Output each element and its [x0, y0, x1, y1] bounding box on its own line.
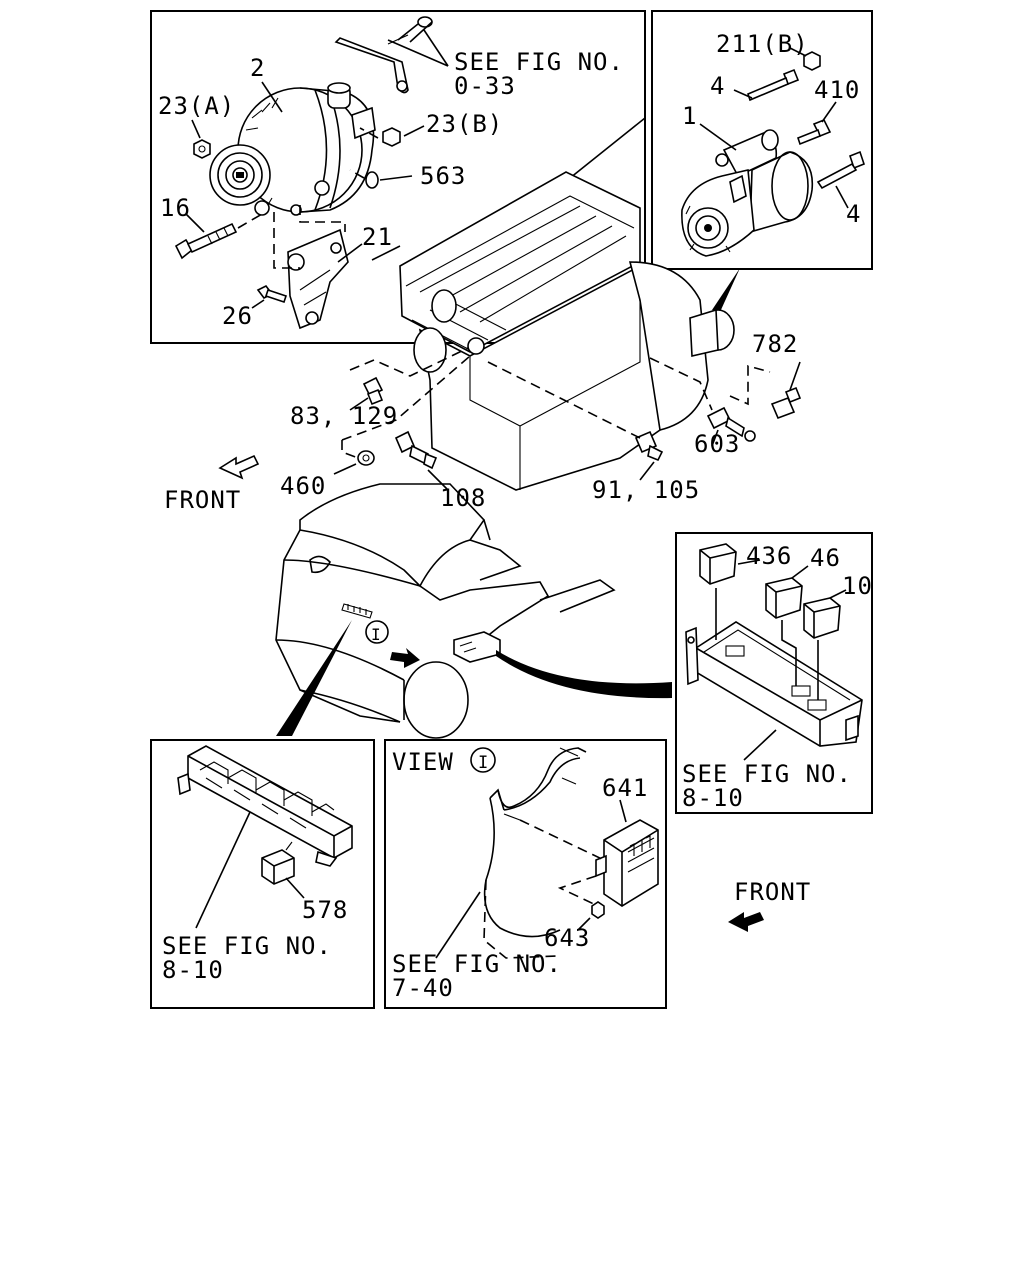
view-marker-icon-panel	[470, 747, 496, 773]
relay-box-panel	[675, 532, 873, 814]
pointer-to-connector-panel	[276, 620, 352, 736]
see-fig-leader-upper	[387, 39, 449, 67]
view-see-fig-line2: 7-40	[392, 974, 454, 1002]
starter-panel	[651, 10, 873, 270]
switch-603	[706, 406, 756, 442]
callout-10: 10	[842, 572, 873, 600]
bolt-16	[174, 222, 238, 260]
bolt-4-top	[747, 68, 800, 102]
relay-46	[765, 577, 803, 619]
callout-4-bottom: 4	[846, 200, 861, 228]
alternator-illustration	[209, 82, 376, 216]
front-label-engine: FRONT	[164, 486, 241, 514]
sensor-83-129	[362, 376, 384, 406]
callout-23b: 23(B)	[426, 110, 503, 138]
front-label-bottom: FRONT	[734, 878, 811, 906]
callout-16: 16	[160, 194, 191, 222]
connector-see-fig-line2: 8-10	[162, 956, 224, 984]
see-fig-text-line1: SEE FIG NO.	[454, 48, 624, 76]
callout-2: 2	[250, 54, 265, 82]
pointer-to-relay-panel	[496, 650, 672, 699]
alternator-panel	[150, 10, 646, 344]
bolt-26	[256, 284, 288, 304]
view-panel-title: VIEW	[392, 748, 454, 776]
relay-box-illustration	[685, 621, 863, 747]
callout-578: 578	[302, 896, 348, 924]
callout-21: 21	[362, 223, 393, 251]
nut-23a	[193, 139, 211, 159]
callout-782: 782	[752, 330, 798, 358]
view-panel-marker: I	[478, 753, 489, 773]
front-arrow-icon	[218, 454, 260, 480]
lower-bracket-21	[287, 228, 349, 330]
callout-436: 436	[746, 542, 792, 570]
callout-91-105: 91, 105	[592, 476, 700, 504]
callout-4-top: 4	[710, 72, 725, 100]
callout-23a: 23(A)	[158, 92, 235, 120]
callout-1: 1	[682, 102, 697, 130]
nut-211b	[803, 51, 821, 71]
bolt-4-bottom	[816, 150, 865, 190]
callout-410: 410	[814, 76, 860, 104]
connector-panel	[150, 739, 375, 1009]
front-arrow-icon-bottom	[728, 912, 764, 932]
washer-460	[357, 450, 375, 466]
callout-563: 563	[420, 162, 466, 190]
engine-block-illustration	[399, 171, 735, 491]
relay-578	[261, 841, 295, 885]
callout-46: 46	[810, 544, 841, 572]
callout-643: 643	[544, 924, 590, 952]
relay-see-fig-line1: SEE FIG NO.	[682, 760, 852, 788]
nut-23b	[382, 127, 401, 147]
view-marker-label: I	[371, 625, 382, 644]
view-panel	[384, 739, 667, 1009]
callout-641: 641	[602, 774, 648, 802]
relay-436	[699, 543, 737, 585]
callout-460: 460	[280, 472, 326, 500]
starter-motor-illustration	[681, 129, 814, 257]
view-marker-icon	[365, 620, 389, 644]
view-illustration	[483, 747, 659, 959]
relay-10	[803, 597, 841, 639]
washer-563	[365, 171, 379, 189]
upper-bracket	[334, 16, 433, 94]
view-see-fig-line1: SEE FIG NO.	[392, 950, 562, 978]
direction-arrow-icon	[390, 648, 420, 668]
connector-block-illustration	[177, 745, 353, 867]
starter-pointer	[712, 268, 740, 312]
callout-83-129: 83, 129	[290, 402, 398, 430]
connector-see-fig-line1: SEE FIG NO.	[162, 932, 332, 960]
see-fig-text-line2: 0-33	[454, 72, 516, 100]
bolt-782	[770, 386, 802, 420]
sensor-91-105	[634, 430, 664, 462]
callout-211b: 211(B)	[716, 30, 809, 58]
bolt-410	[797, 118, 832, 146]
sender-108	[394, 430, 438, 470]
see-fig-leader-lower	[423, 29, 449, 67]
relay-see-fig-line2: 8-10	[682, 784, 744, 812]
callout-26: 26	[222, 302, 253, 330]
callout-603: 603	[694, 430, 740, 458]
truck-cab-illustration	[275, 483, 616, 739]
